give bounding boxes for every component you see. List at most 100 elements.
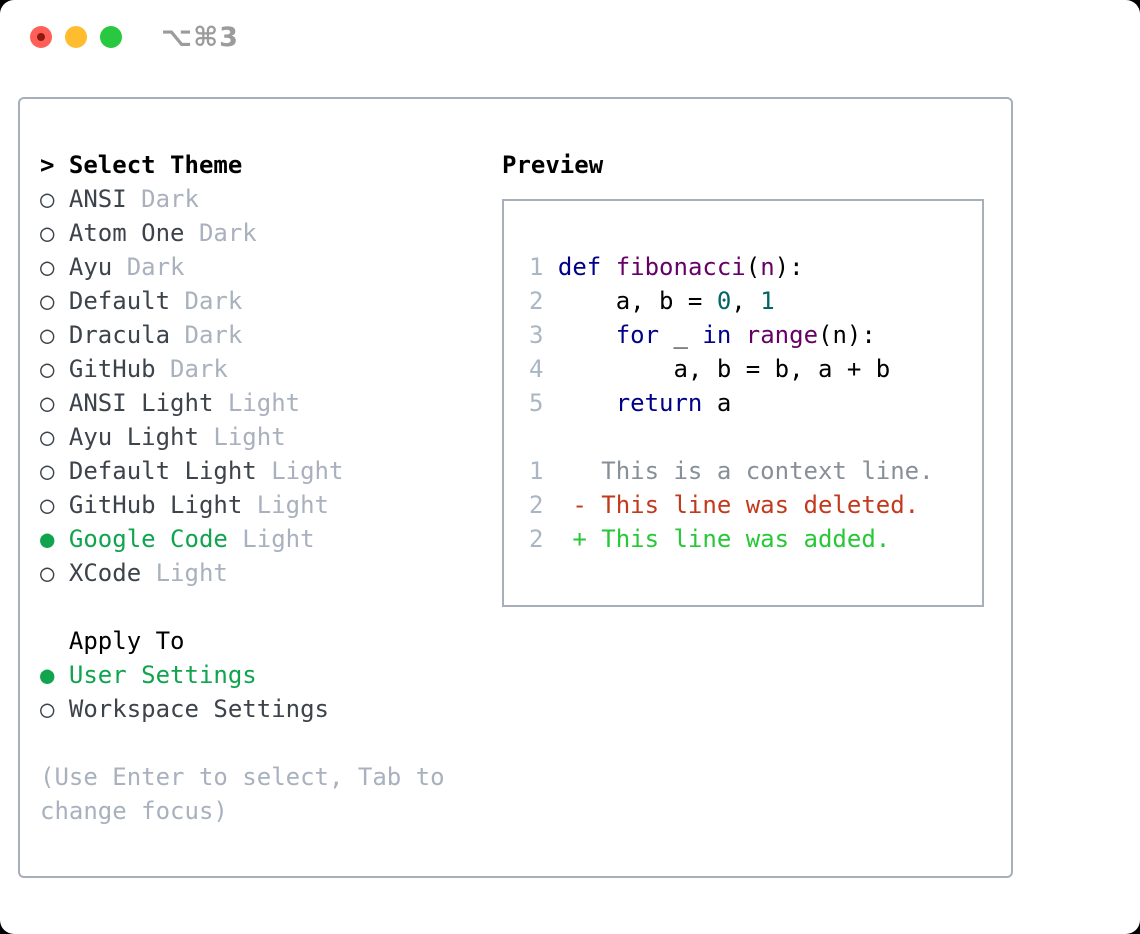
minimize-button[interactable]: [65, 26, 87, 48]
theme-variant: Dark: [155, 355, 228, 383]
line-number: 2: [529, 491, 544, 519]
theme-option-ansi[interactable]: ○ ANSI Dark: [40, 182, 502, 216]
theme-variant: Dark: [126, 185, 199, 213]
theme-name: Dracula: [54, 321, 171, 349]
spacer: [529, 420, 982, 454]
theme-variant: Dark: [184, 219, 257, 247]
radio-icon: ○: [40, 389, 55, 417]
line-number: 1: [529, 457, 544, 485]
radio-selected-icon: ●: [40, 661, 55, 689]
radio-icon: ○: [40, 287, 55, 315]
theme-variant: Dark: [112, 253, 185, 281]
theme-variant: Light: [198, 423, 286, 451]
theme-option-dracula[interactable]: ○ Dracula Dark: [40, 318, 502, 352]
theme-name: GitHub: [54, 355, 156, 383]
apply-option-label: Workspace Settings: [54, 695, 329, 723]
radio-icon: ○: [40, 491, 55, 519]
theme-option-google-code[interactable]: ● Google Code Light: [40, 522, 502, 556]
theme-option-xcode[interactable]: ○ XCode Light: [40, 556, 502, 590]
theme-name: ANSI Light: [54, 389, 214, 417]
code-token: return: [615, 389, 703, 417]
code-token: a: [702, 389, 732, 417]
code-line: 4 a, b = b, a + b: [529, 352, 982, 386]
close-button[interactable]: [30, 26, 52, 48]
preview-box: 1 def fibonacci(n): 2 a, b = 0, 1 3 for _ i…: [502, 199, 984, 607]
theme-name: GitHub Light: [54, 491, 243, 519]
line-number: 1: [529, 253, 544, 281]
theme-name: XCode: [54, 559, 142, 587]
code-token: for: [615, 321, 660, 349]
theme-option-atom-one[interactable]: ○ Atom One Dark: [40, 216, 502, 250]
code-line: 5 return a: [529, 386, 982, 420]
radio-icon: ○: [40, 423, 55, 451]
line-number: 5: [529, 389, 544, 417]
theme-name: Default Light: [54, 457, 257, 485]
preview-column: Preview 1 def fibonacci(n): 2 a, b = 0, 1 3…: [502, 148, 1011, 876]
code-token: [558, 389, 616, 417]
apply-option-workspace-settings[interactable]: ○ Workspace Settings: [40, 692, 502, 726]
line-number: 3: [529, 321, 544, 349]
titlebar: ⌥⌘3: [0, 0, 1140, 74]
theme-name: ANSI: [54, 185, 127, 213]
code-token: n: [760, 253, 775, 281]
code-line: 3 for _ in range(n):: [529, 318, 982, 352]
code-token: [558, 321, 616, 349]
preview-title: Preview: [502, 151, 604, 179]
diff-text: This is a context line.: [557, 457, 934, 485]
theme-option-default[interactable]: ○ Default Dark: [40, 284, 502, 318]
window-title: ⌥⌘3: [161, 21, 239, 53]
theme-name: Default: [54, 287, 171, 315]
theme-option-ansi-light[interactable]: ○ ANSI Light Light: [40, 386, 502, 420]
apply-option-user-settings[interactable]: ● User Settings: [40, 658, 502, 692]
radio-icon: ○: [40, 559, 55, 587]
help-text-line: (Use Enter to select, Tab to: [40, 763, 445, 791]
theme-option-github[interactable]: ○ GitHub Dark: [40, 352, 502, 386]
code-token: ,: [731, 287, 761, 315]
theme-variant: Light: [227, 525, 315, 553]
theme-name: Ayu Light: [54, 423, 199, 451]
diff-sample: 1 This is a context line.2 - This line w…: [529, 454, 982, 556]
theme-options: ○ ANSI Dark○ Atom One Dark○ Ayu Dark○ De…: [40, 182, 502, 590]
select-theme-label: Select Theme: [54, 151, 243, 179]
code-token: (: [745, 253, 761, 281]
code-token: fibonacci: [615, 253, 746, 281]
code-token: 1: [760, 287, 775, 315]
diff-line-added: 2 + This line was added.: [529, 522, 982, 556]
code-token: a, b =: [557, 287, 717, 315]
code-token: ):: [774, 253, 804, 281]
theme-name: Google Code: [54, 525, 228, 553]
code-token: a, b = b, a + b: [557, 355, 891, 383]
line-number: 2: [529, 525, 544, 553]
radio-icon: ○: [40, 253, 55, 281]
theme-variant: Light: [141, 559, 228, 587]
code-token: range: [745, 321, 819, 349]
line-number: 2: [529, 287, 544, 315]
theme-variant: Light: [242, 491, 329, 519]
theme-option-ayu[interactable]: ○ Ayu Dark: [40, 250, 502, 284]
theme-variant: Dark: [170, 287, 243, 315]
radio-icon: ○: [40, 219, 55, 247]
radio-icon: ○: [40, 321, 55, 349]
code-token: 0: [716, 287, 732, 315]
theme-variant: Dark: [170, 321, 243, 349]
theme-name: Atom One: [54, 219, 185, 247]
code-token: def: [557, 253, 602, 281]
line-number: 4: [529, 355, 544, 383]
radio-icon: ○: [40, 695, 55, 723]
zoom-button[interactable]: [100, 26, 122, 48]
apply-option-label: User Settings: [54, 661, 257, 689]
code-token: _: [659, 321, 703, 349]
apply-to-header: Apply To: [68, 627, 185, 655]
theme-variant: Light: [213, 389, 301, 417]
theme-option-github-light[interactable]: ○ GitHub Light Light: [40, 488, 502, 522]
theme-picker-panel: > Select Theme ○ ANSI Dark○ Atom One Dar…: [18, 97, 1013, 878]
code-token: [601, 253, 615, 281]
diff-line-context: 1 This is a context line.: [529, 454, 982, 488]
theme-list-column: > Select Theme ○ ANSI Dark○ Atom One Dar…: [40, 148, 502, 876]
theme-option-default-light[interactable]: ○ Default Light Light: [40, 454, 502, 488]
diff-text: + This line was added.: [557, 525, 891, 553]
radio-icon: ○: [40, 457, 55, 485]
spacer: [40, 726, 502, 760]
code-token: [731, 321, 745, 349]
theme-option-ayu-light[interactable]: ○ Ayu Light Light: [40, 420, 502, 454]
